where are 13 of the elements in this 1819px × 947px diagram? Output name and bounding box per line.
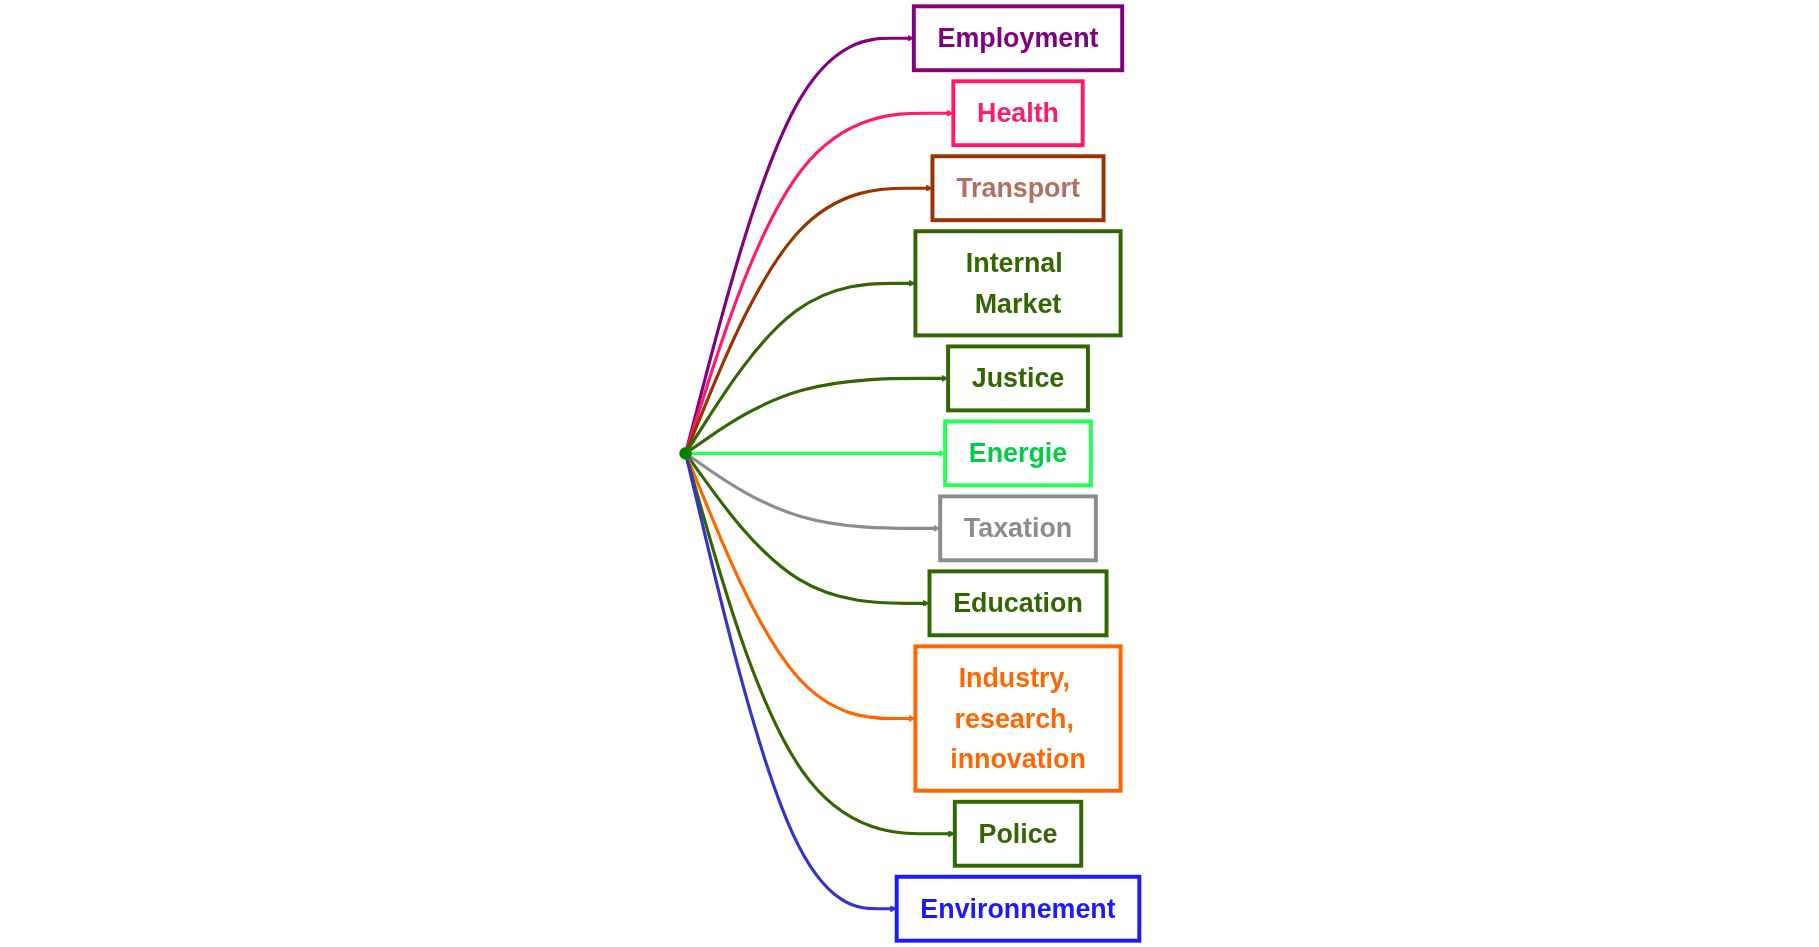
node-box: Health bbox=[951, 79, 1085, 148]
node-box: Environnement bbox=[894, 874, 1142, 943]
node-box: Police bbox=[952, 799, 1084, 868]
node-box: Industry, research, innovation bbox=[913, 644, 1123, 793]
node-box: Taxation bbox=[938, 494, 1098, 563]
node-box: Justice bbox=[946, 344, 1090, 413]
node-box: Education bbox=[927, 569, 1109, 638]
node-box: Internal Market bbox=[913, 229, 1123, 338]
node-box: Energie bbox=[943, 419, 1093, 488]
arrow bbox=[685, 34, 915, 449]
node-box: Employment bbox=[911, 4, 1125, 73]
node-box: Transport bbox=[930, 154, 1106, 223]
node-ellipse bbox=[679, 447, 692, 460]
